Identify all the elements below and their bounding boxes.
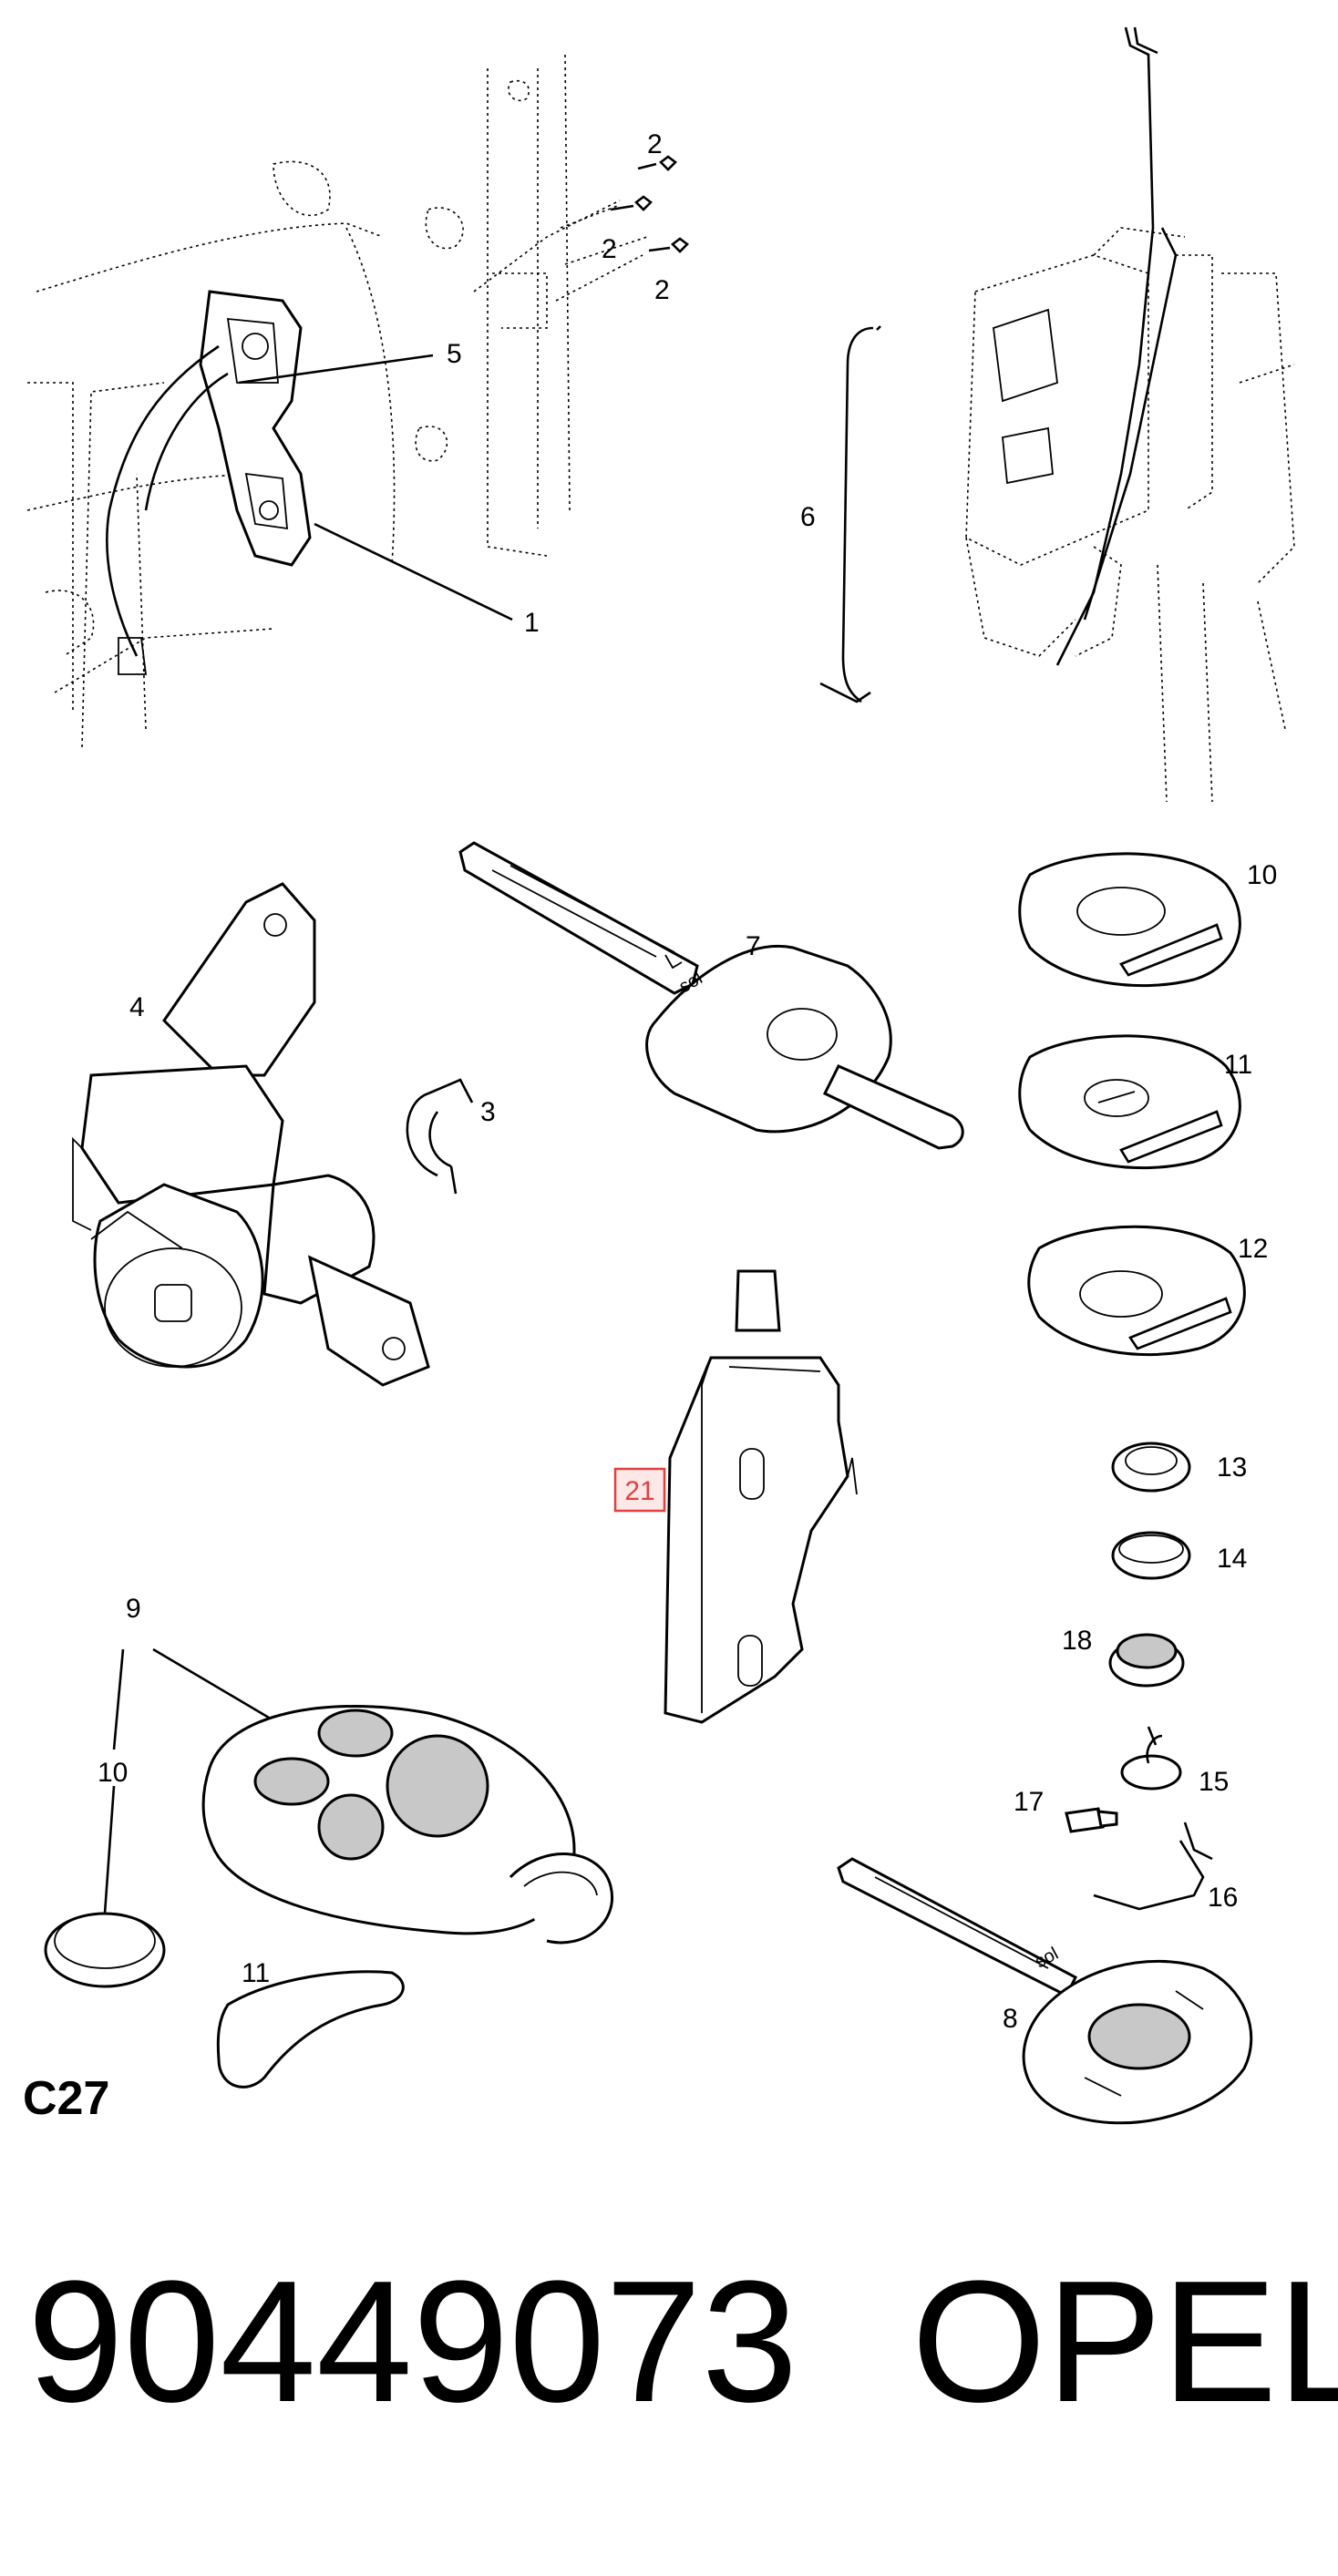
callout-2b: 2 xyxy=(602,234,617,264)
lock-clip xyxy=(406,1078,474,1195)
key-blade: sol xyxy=(458,841,964,1150)
callout-9: 9 xyxy=(126,1594,141,1624)
callout-21: 21 xyxy=(624,1476,654,1506)
callout-2c: 2 xyxy=(654,275,670,305)
part-number: 90449073 xyxy=(27,2245,798,2438)
battery-10 xyxy=(44,1912,166,1988)
brand-name: OPEL xyxy=(911,2245,1338,2438)
callout-20: 18 xyxy=(1062,1626,1092,1656)
callout-19: 17 xyxy=(1014,1787,1044,1817)
callout-12: 10 xyxy=(1247,860,1277,890)
callout-2a: 2 xyxy=(647,129,663,159)
callout-14: 12 xyxy=(1238,1234,1268,1264)
cover-12 xyxy=(1018,852,1241,988)
callout-16: 14 xyxy=(1217,1544,1247,1574)
callout-8: 8 xyxy=(1003,2004,1018,2034)
highlight-box-21 xyxy=(613,1467,666,1513)
callout-6: 6 xyxy=(800,502,816,532)
callout-18: 16 xyxy=(1208,1883,1238,1913)
lock-mechanism-illustration xyxy=(965,26,1295,803)
section-code: C27 xyxy=(23,2072,109,2125)
remote-fob xyxy=(201,1705,613,1945)
gasket-11 xyxy=(216,1970,405,2089)
callout-10: 10 xyxy=(98,1758,128,1788)
lock-rod xyxy=(819,325,881,703)
callout-7: 7 xyxy=(746,931,761,961)
lock-cylinder xyxy=(72,882,430,1387)
door-panel-illustration xyxy=(26,54,621,748)
callout-5: 5 xyxy=(447,339,462,369)
callout-11: 11 xyxy=(242,1958,270,1988)
callout-3: 3 xyxy=(480,1097,496,1127)
callout-4: 4 xyxy=(129,992,145,1022)
callout-17: 15 xyxy=(1199,1767,1229,1797)
cover-14 xyxy=(1027,1225,1246,1357)
callout-13: 11 xyxy=(1224,1050,1252,1080)
callouts: 2 2 2 5 6 1 10 7 4 3 11 12 13 14 18 15 1… xyxy=(23,129,1277,2125)
leader-lines xyxy=(103,354,1158,1914)
callout-15: 13 xyxy=(1217,1452,1247,1483)
small-parts xyxy=(1065,1442,1213,1911)
transmitter-21 xyxy=(664,1269,858,1724)
cover-13 xyxy=(1018,1034,1241,1170)
key-8: sol xyxy=(837,1857,1253,2125)
door-latch-assembly xyxy=(106,290,312,675)
callout-1: 1 xyxy=(524,608,540,638)
latch-screws xyxy=(555,155,689,302)
